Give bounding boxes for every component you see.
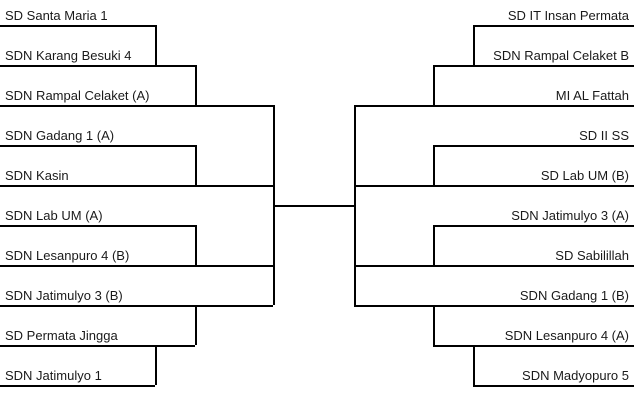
bracket-connector-horizontal xyxy=(273,205,354,207)
bracket-seed[interactable]: SDN Rampal Celaket (A) xyxy=(0,88,195,107)
bracket-seed[interactable]: SDN Jatimulyo 1 xyxy=(0,368,155,387)
bracket-seed-label: SD Permata Jingga xyxy=(5,328,118,343)
bracket-connector-horizontal xyxy=(195,265,273,267)
bracket-seed[interactable]: SDN Gadang 1 (B) xyxy=(433,288,634,307)
bracket-seed[interactable]: SDN Jatimulyo 3 (A) xyxy=(433,208,634,227)
bracket-seed-label: SDN Lesanpuro 4 (A) xyxy=(504,328,629,343)
bracket-seed[interactable]: SD Sabilillah xyxy=(433,248,634,267)
bracket-seed-label: SD Lab UM (B) xyxy=(540,168,629,183)
bracket-seed[interactable]: SDN Lesanpuro 4 (B) xyxy=(0,248,195,267)
bracket-connector-vertical xyxy=(155,25,157,65)
bracket-seed[interactable]: MI AL Fattah xyxy=(433,88,634,107)
bracket-seed-label: SDN Karang Besuki 4 xyxy=(5,48,132,63)
bracket-seed-label: SD Santa Maria 1 xyxy=(5,8,108,23)
bracket-seed[interactable]: SD II SS xyxy=(433,128,634,147)
bracket-connector-horizontal xyxy=(155,65,195,67)
bracket-connector-horizontal xyxy=(195,185,273,187)
bracket-connector-horizontal xyxy=(195,105,273,107)
bracket-connector-vertical xyxy=(195,65,197,105)
bracket-seed[interactable]: SD Permata Jingga xyxy=(0,328,155,347)
bracket-connector-vertical xyxy=(354,105,356,305)
bracket-seed-label: MI AL Fattah xyxy=(555,88,629,103)
bracket-seed-label: SDN Gadang 1 (B) xyxy=(519,288,629,303)
bracket-connector-horizontal xyxy=(354,185,433,187)
bracket-connector-vertical xyxy=(195,305,197,345)
bracket-seed-label: SDN Rampal Celaket B xyxy=(493,48,629,63)
bracket-connector-vertical xyxy=(433,225,435,265)
bracket-connector-vertical xyxy=(433,305,435,345)
bracket-connector-vertical xyxy=(473,25,475,65)
bracket-seed[interactable]: SDN Lesanpuro 4 (A) xyxy=(473,328,634,347)
bracket-seed[interactable]: SDN Madyopuro 5 xyxy=(473,368,634,387)
bracket-seed-label: SDN Jatimulyo 1 xyxy=(5,368,102,383)
bracket-seed-label: SDN Rampal Celaket (A) xyxy=(5,88,150,103)
bracket-connector-vertical xyxy=(155,345,157,385)
bracket-connector-vertical xyxy=(195,225,197,265)
bracket-connector-vertical xyxy=(195,145,197,185)
bracket-connector-horizontal xyxy=(354,305,433,307)
bracket-seed-label: SDN Lab UM (A) xyxy=(5,208,103,223)
bracket-seed[interactable]: SDN Rampal Celaket B xyxy=(473,48,634,67)
bracket-seed[interactable]: SDN Karang Besuki 4 xyxy=(0,48,155,67)
bracket-connector-horizontal xyxy=(433,65,473,67)
bracket-seed-label: SDN Lesanpuro 4 (B) xyxy=(5,248,130,263)
bracket-connector-horizontal xyxy=(155,345,195,347)
bracket-seed[interactable]: SDN Kasin xyxy=(0,168,195,187)
bracket-seed-label: SDN Gadang 1 (A) xyxy=(5,128,115,143)
bracket-seed[interactable]: SD Santa Maria 1 xyxy=(0,8,155,27)
bracket-seed[interactable]: SDN Lab UM (A) xyxy=(0,208,195,227)
bracket-seed[interactable]: SDN Jatimulyo 3 (B) xyxy=(0,288,195,307)
bracket-seed[interactable]: SD Lab UM (B) xyxy=(433,168,634,187)
bracket-seed-label: SDN Kasin xyxy=(5,168,69,183)
bracket-connector-horizontal xyxy=(354,105,433,107)
bracket-seed-label: SD II SS xyxy=(579,128,629,143)
bracket-seed-label: SD IT Insan Permata xyxy=(507,8,629,23)
bracket-connector-vertical xyxy=(433,145,435,185)
bracket-seed-label: SDN Jatimulyo 3 (A) xyxy=(511,208,629,223)
bracket-seed-label: SDN Madyopuro 5 xyxy=(522,368,629,383)
bracket-connector-horizontal xyxy=(433,345,473,347)
bracket-connector-horizontal xyxy=(354,265,433,267)
bracket-connector-horizontal xyxy=(195,305,273,307)
bracket-connector-vertical xyxy=(473,345,475,385)
bracket-connector-vertical xyxy=(433,65,435,105)
bracket-seed-label: SD Sabilillah xyxy=(555,248,629,263)
bracket-seed[interactable]: SD IT Insan Permata xyxy=(473,8,634,27)
bracket-seed-label: SDN Jatimulyo 3 (B) xyxy=(5,288,123,303)
bracket-seed[interactable]: SDN Gadang 1 (A) xyxy=(0,128,195,147)
